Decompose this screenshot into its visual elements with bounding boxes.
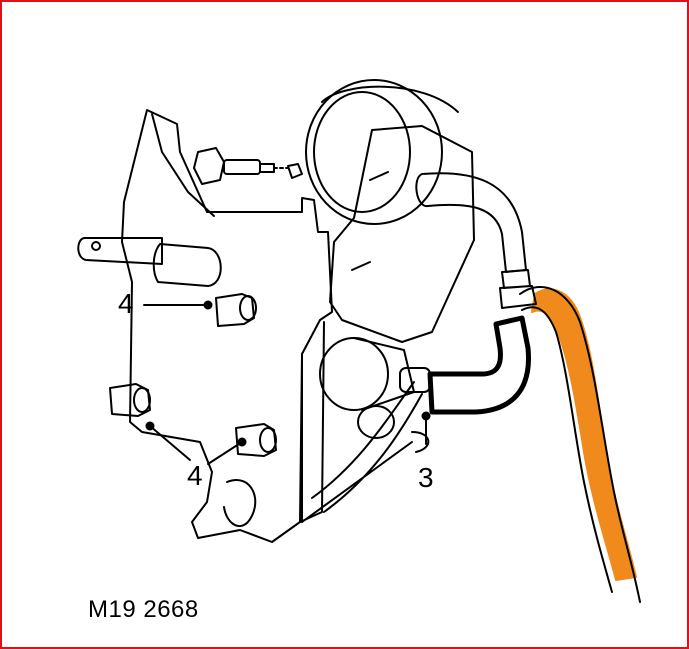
valve-detail <box>351 171 389 271</box>
pipe-joint <box>499 269 537 309</box>
mounting-bracket <box>121 109 333 543</box>
bracket-slot <box>223 479 257 527</box>
vacuum-hose-elbow <box>427 315 531 415</box>
hose-outline-2 <box>521 306 613 593</box>
leader-lines <box>143 300 431 465</box>
reference-code: M19 2668 <box>88 596 199 623</box>
lower-unit <box>319 337 431 439</box>
vacuum-canister <box>305 79 459 225</box>
screw-left <box>109 383 151 417</box>
highlighted-hose <box>531 288 637 581</box>
top-clamp <box>193 147 303 185</box>
callout-3: 3 <box>418 462 434 493</box>
callout-4-lower: 4 <box>187 460 203 491</box>
upper-pipe <box>415 172 527 273</box>
screw-lower <box>235 423 277 457</box>
locating-pin <box>77 237 222 287</box>
callout-4-upper: 4 <box>118 288 134 319</box>
hose-outline <box>519 285 641 603</box>
valve-body <box>329 125 475 343</box>
lower-pipes <box>301 381 430 523</box>
screw-upper <box>215 293 257 327</box>
bracket-edge <box>151 113 215 217</box>
